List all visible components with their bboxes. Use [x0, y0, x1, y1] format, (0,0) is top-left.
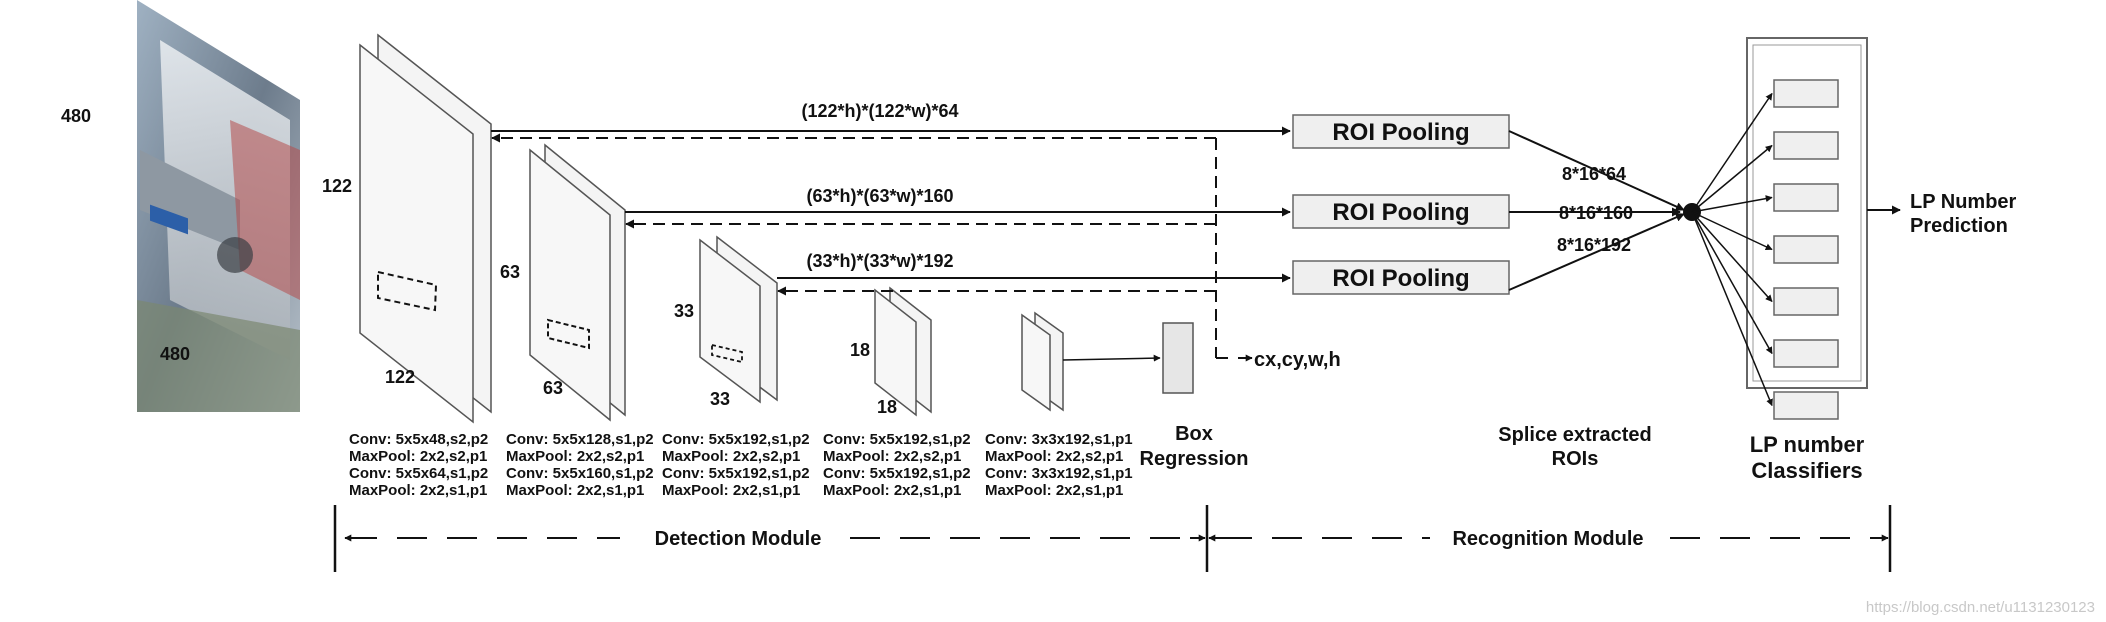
classifier-box [1773, 183, 1839, 212]
box-feedback-dashed [491, 133, 1235, 359]
box-regression-label-2: Regression [1140, 448, 1249, 470]
input-height-label: 480 [61, 106, 91, 126]
classifiers-label-1: LP number [1750, 432, 1865, 457]
layer-spec-line: MaxPool: 2x2,s1,p1 [985, 482, 1123, 499]
splice-to-classifier-line [1691, 144, 1773, 213]
feature-map-4-bottom-label: 18 [877, 397, 897, 417]
layer-spec-line: Conv: 5x5x48,s2,p2 [349, 431, 488, 448]
classifiers-label-2: Classifiers [1751, 458, 1862, 483]
feature-map-1 [359, 33, 492, 424]
roi-1-out-label: 8*16*64 [1562, 164, 1626, 184]
feature-map-3-side-label: 33 [674, 301, 694, 321]
recognition-module-label: Recognition Module [1452, 528, 1643, 550]
detection-module-label: Detection Module [655, 528, 822, 550]
prediction-label-2: Prediction [1910, 215, 2008, 237]
layer-spec-line: Conv: 5x5x160,s1,p2 [506, 465, 654, 482]
feature-map-3-bottom-label: 33 [710, 389, 730, 409]
layer-spec-line: Conv: 3x3x192,s1,p1 [985, 431, 1133, 448]
layer-spec-line: MaxPool: 2x2,s2,p1 [506, 448, 644, 465]
roi-pooling-box-2: ROI Pooling [1292, 194, 1510, 229]
splice-to-classifier-line [1691, 211, 1773, 303]
roi-path-2-shape-label: (63*h)*(63*w)*160 [806, 186, 953, 206]
splice-to-classifier-line [1691, 211, 1773, 251]
roi-pooling-label-2: ROI Pooling [1332, 199, 1469, 226]
roi-pooling-label-1: ROI Pooling [1332, 119, 1469, 146]
splice-to-classifier-line [1691, 211, 1773, 355]
splice-to-classifier-line [1691, 92, 1773, 213]
layer-spec-line: Conv: 5x5x192,s1,p2 [823, 465, 971, 482]
layer-spec-line: MaxPool: 2x2,s1,p1 [823, 482, 961, 499]
input-width-label: 480 [160, 344, 190, 364]
layer-spec-line: Conv: 5x5x128,s1,p2 [506, 431, 654, 448]
roi-1-to-splice [1508, 130, 1685, 211]
roi-pooling-label-3: ROI Pooling [1332, 265, 1469, 292]
box-regression-block [1162, 322, 1194, 394]
feature-map-4 [874, 286, 932, 417]
classifier-box [1773, 131, 1839, 160]
layer-spec-line: MaxPool: 2x2,s2,p1 [662, 448, 800, 465]
roi-path-1-shape-label: (122*h)*(122*w)*64 [801, 101, 958, 121]
layer-spec-line: Conv: 3x3x192,s1,p1 [985, 465, 1133, 482]
watermark: https://blog.csdn.net/u1131230123 [1866, 599, 2095, 616]
feature-map-3 [699, 235, 778, 404]
layer-spec-line: MaxPool: 2x2,s1,p1 [349, 482, 487, 499]
layer-spec-line: MaxPool: 2x2,s2,p1 [985, 448, 1123, 465]
layer-spec-line: Conv: 5x5x192,s1,p2 [662, 431, 810, 448]
feature-map-5 [1021, 311, 1064, 412]
fm5-to-box-arrow [1062, 354, 1161, 362]
splice-to-classifier-line [1691, 211, 1773, 407]
classifier-box [1773, 391, 1839, 420]
layer-spec-line: MaxPool: 2x2,s2,p1 [823, 448, 961, 465]
layer-spec-line: Conv: 5x5x192,s1,p2 [823, 431, 971, 448]
feature-map-1-bottom-label: 122 [385, 367, 415, 387]
input-image [137, 0, 300, 412]
feature-map-2-side-label: 63 [500, 262, 520, 282]
box-output-label: cx,cy,w,h [1254, 349, 1341, 371]
roi-3-out-label: 8*16*192 [1557, 235, 1631, 255]
feature-map-2-bottom-label: 63 [543, 378, 563, 398]
feature-map-2 [529, 143, 626, 422]
feature-map-4-side-label: 18 [850, 340, 870, 360]
roi-path-3-shape-label: (33*h)*(33*w)*192 [806, 251, 953, 271]
layer-spec-line: Conv: 5x5x64,s1,p2 [349, 465, 488, 482]
box-regression-label-1: Box [1175, 423, 1213, 445]
feature-map-1-side-label: 122 [322, 176, 352, 196]
roi-pooling-box-1: ROI Pooling [1292, 114, 1510, 149]
classifier-box [1773, 79, 1839, 108]
classifier-boxes [1691, 79, 1839, 420]
splice-label-1: Splice extracted [1498, 424, 1651, 446]
layer-spec-line: MaxPool: 2x2,s1,p1 [506, 482, 644, 499]
splice-to-classifier-line [1691, 195, 1773, 213]
roi-pooling-box-3: ROI Pooling [1292, 260, 1510, 295]
splice-label-2: ROIs [1552, 448, 1599, 470]
layer-spec-line: Conv: 5x5x192,s1,p2 [662, 465, 810, 482]
classifier-box [1773, 287, 1839, 316]
classifier-box [1773, 235, 1839, 264]
module-bar [333, 505, 1892, 572]
layer-spec-line: MaxPool: 2x2,s2,p1 [349, 448, 487, 465]
layer-spec-line: MaxPool: 2x2,s1,p1 [662, 482, 800, 499]
roi-2-out-label: 8*16*160 [1559, 203, 1633, 223]
roi-3-to-splice [1508, 213, 1685, 291]
classifier-box [1773, 339, 1839, 368]
prediction-label-1: LP Number [1910, 191, 2017, 213]
